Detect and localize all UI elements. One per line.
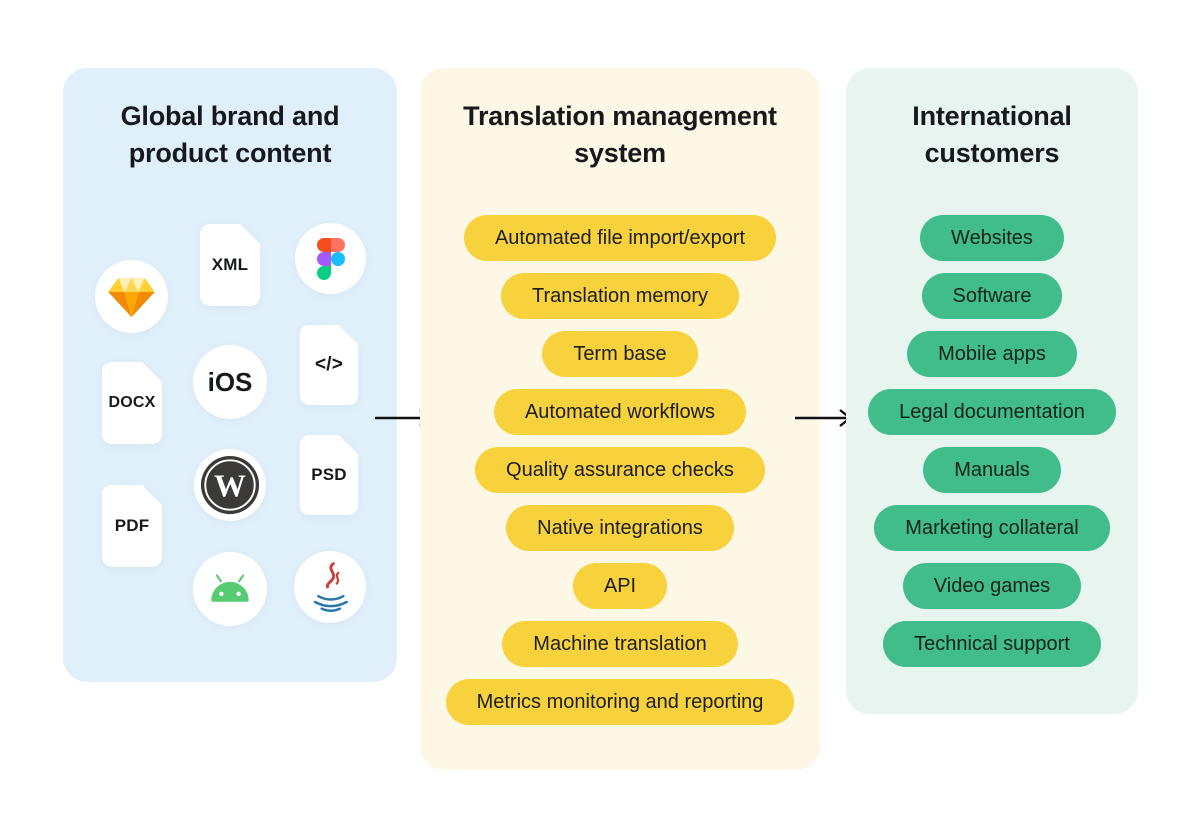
tms-feature-pill: API [572, 563, 668, 609]
tms-feature-pill: Translation memory [501, 273, 739, 319]
file-shape [102, 485, 162, 567]
tms-feature-pill: Metrics monitoring and reporting [445, 679, 795, 725]
figma-icon [295, 223, 366, 294]
tms-panel: Translation management system Automated … [420, 68, 820, 770]
tms-feature-pill: Machine translation [502, 621, 738, 667]
title-line-2: system [574, 138, 666, 168]
file-label: PDF [114, 516, 150, 535]
figma-logo [316, 237, 345, 280]
title-line-1: International [912, 101, 1072, 131]
pdf-file-icon: PDF [102, 485, 162, 567]
customer-content-pill: Websites [920, 215, 1064, 261]
customer-content-pill: Technical support [883, 621, 1101, 667]
tms-title: Translation management system [420, 68, 820, 172]
file-shape [102, 362, 162, 444]
android-robot [211, 574, 249, 602]
code-file-icon: </> [299, 325, 359, 405]
android-icon [193, 552, 267, 626]
file-shape [299, 325, 359, 405]
ios-label: iOS [207, 366, 253, 397]
sketch-icon [95, 260, 168, 333]
title-line-1: Translation management [463, 101, 777, 131]
docx-file-icon: DOCX [102, 362, 162, 444]
customer-content-pill: Software [921, 273, 1063, 319]
title-line-1: Global brand and [120, 101, 340, 131]
customer-content-pill: Video games [902, 563, 1082, 609]
file-shape [200, 224, 260, 306]
tms-feature-pill: Quality assurance checks [475, 447, 765, 493]
wordpress-icon: W [194, 449, 266, 521]
sketch-diamond [108, 277, 155, 317]
java-icon [294, 551, 366, 623]
source-content-panel: Global brand and product content XML [63, 68, 397, 682]
tms-feature-pill: Automated file import/export [463, 215, 777, 261]
file-shape [299, 435, 359, 515]
title-line-2: customers [924, 138, 1060, 168]
xml-file-icon: XML [200, 224, 260, 306]
psd-file-icon: PSD [299, 435, 359, 515]
tms-feature-pill: Native integrations [506, 505, 734, 551]
svg-text:W: W [214, 469, 246, 504]
tms-feature-pill: Term base [542, 331, 698, 377]
file-label: PSD [311, 465, 347, 484]
customer-content-pill: Manuals [923, 447, 1061, 493]
code-label: </> [314, 354, 344, 375]
customers-title: International customers [846, 68, 1138, 172]
customer-content-pill: Marketing collateral [874, 505, 1110, 551]
file-label: XML [211, 255, 249, 274]
customer-content-pill: Legal documentation [868, 389, 1116, 435]
java-logo [313, 562, 348, 612]
title-line-2: product content [128, 138, 332, 168]
file-label: DOCX [108, 394, 156, 411]
ios-icon: iOS [193, 345, 267, 419]
wordpress-logo: W [200, 455, 260, 515]
source-content-title: Global brand and product content [63, 68, 397, 172]
tms-feature-pill: Automated workflows [493, 389, 747, 435]
customer-content-pill: Mobile apps [907, 331, 1077, 377]
